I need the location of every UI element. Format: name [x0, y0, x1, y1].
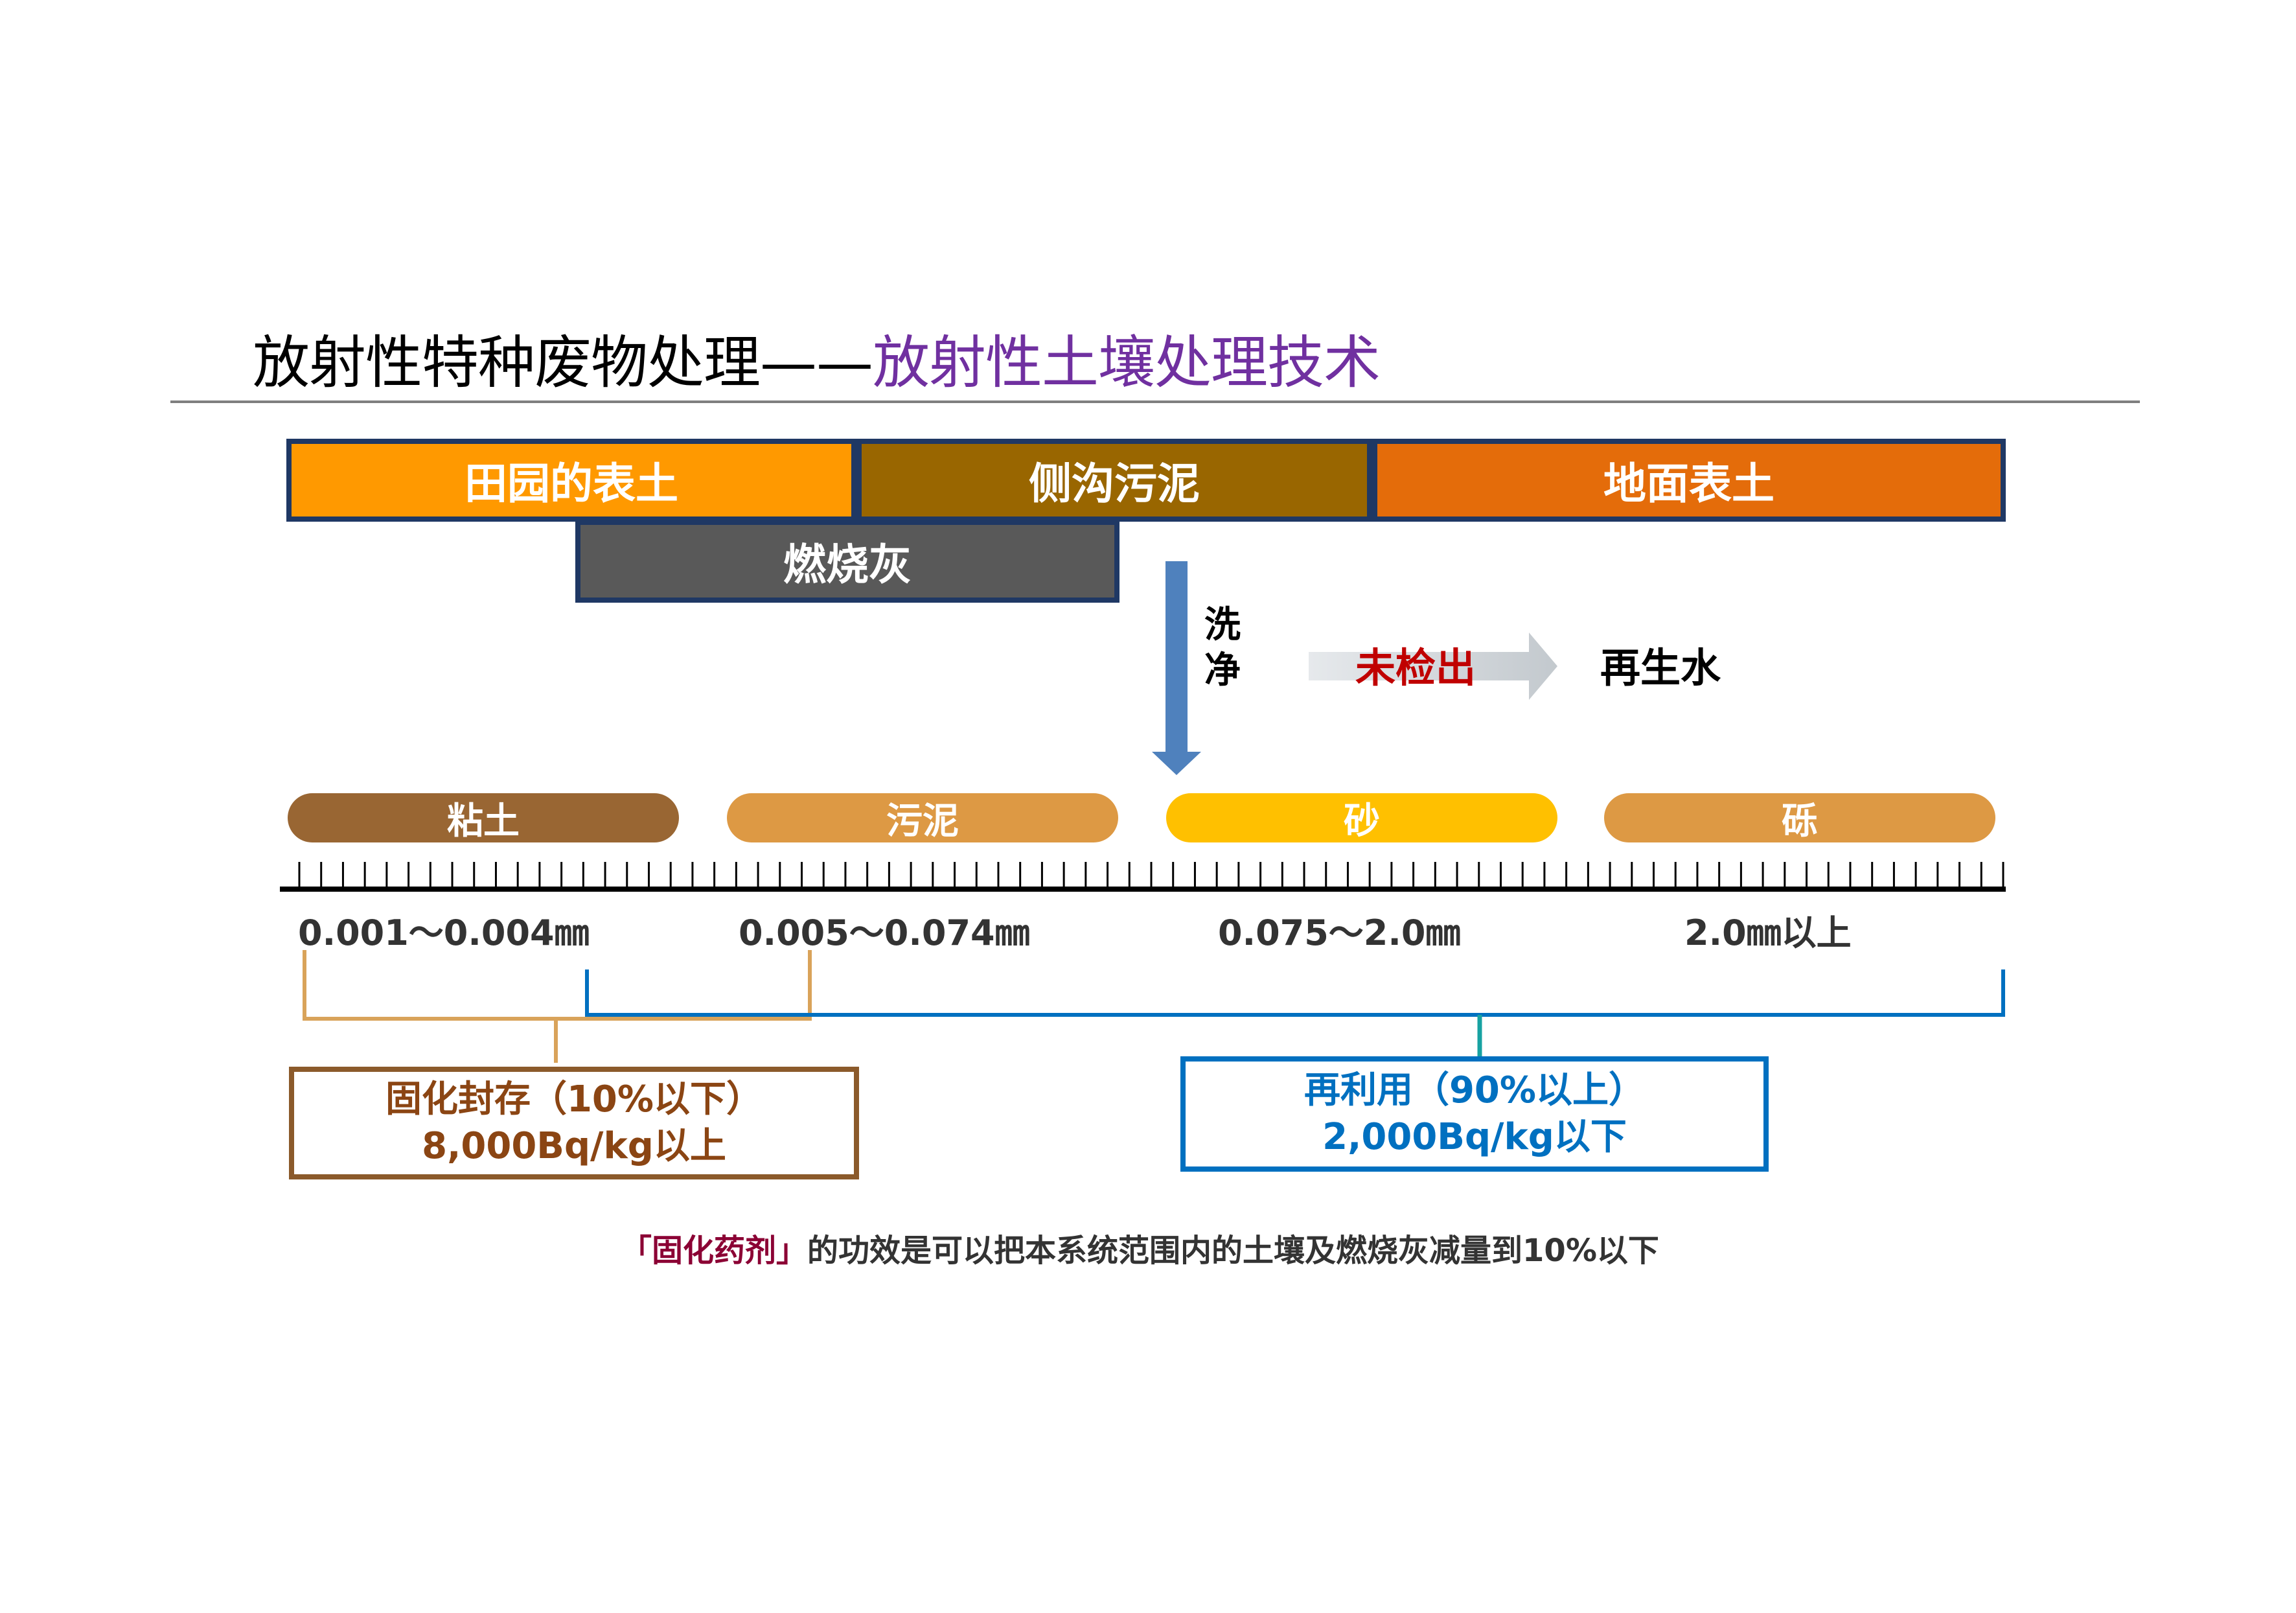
source-ditch-sludge: 侧沟污泥: [856, 439, 1372, 522]
title-divider: [170, 400, 2140, 403]
wash-char-1: 洗: [1204, 604, 1241, 646]
right-arrow: [1309, 632, 1557, 700]
result-solidify-line1: 固化封存（10%以下）: [385, 1078, 763, 1120]
range-sludge: 0.005～0.074㎜: [739, 912, 1030, 953]
title-sub: 放射性土壤处理技术: [873, 329, 1381, 396]
source-incineration-ash: 燃烧灰: [575, 520, 1119, 603]
result-reuse-line2: 2,000Bq/kg以下: [1322, 1116, 1627, 1158]
wash-label: 洗 净: [1200, 603, 1245, 693]
page-title: 放射性特种废物处理——放射性土壤处理技术: [253, 324, 1381, 402]
pill-gravel: 砾: [1604, 793, 1995, 842]
wash-char-2: 净: [1204, 649, 1241, 691]
solidify-bracket: [303, 950, 812, 1063]
recycled-water-label: 再生水: [1600, 644, 1721, 691]
pill-clay: 粘土: [288, 793, 679, 842]
result-solidify-line2: 8,000Bq/kg以上: [422, 1125, 726, 1167]
range-sand: 0.075～2.0㎜: [1218, 912, 1461, 953]
footnote-text: 的功效是可以把本系统范围内的土壤及燃烧灰减量到10%以下: [807, 1233, 1659, 1269]
range-clay: 0.001～0.004㎜: [298, 912, 590, 953]
wash-down-arrow: [1152, 561, 1201, 775]
not-detected-label: 未检出: [1355, 644, 1476, 691]
range-gravel: 2.0㎜以上: [1684, 912, 1852, 953]
source-ground-topsoil: 地面表土: [1372, 439, 2006, 522]
source-field-topsoil: 田园的表土: [286, 439, 856, 522]
reuse-bracket: [585, 969, 2005, 1017]
title-main: 放射性特种废物处理——: [253, 329, 873, 396]
result-solidify-box: 固化封存（10%以下） 8,000Bq/kg以上: [289, 1067, 859, 1179]
size-ruler: [280, 862, 2006, 892]
pill-sand: 砂: [1166, 793, 1557, 842]
pill-sludge: 污泥: [727, 793, 1118, 842]
footnote: 「固化药剂」的功效是可以把本系统范围内的土壤及燃烧灰减量到10%以下: [621, 1225, 1659, 1270]
result-reuse-line1: 再利用（90%以上）: [1303, 1069, 1646, 1111]
footnote-highlight: 「固化药剂」: [621, 1233, 808, 1269]
result-reuse-box: 再利用（90%以上） 2,000Bq/kg以下: [1180, 1056, 1769, 1172]
